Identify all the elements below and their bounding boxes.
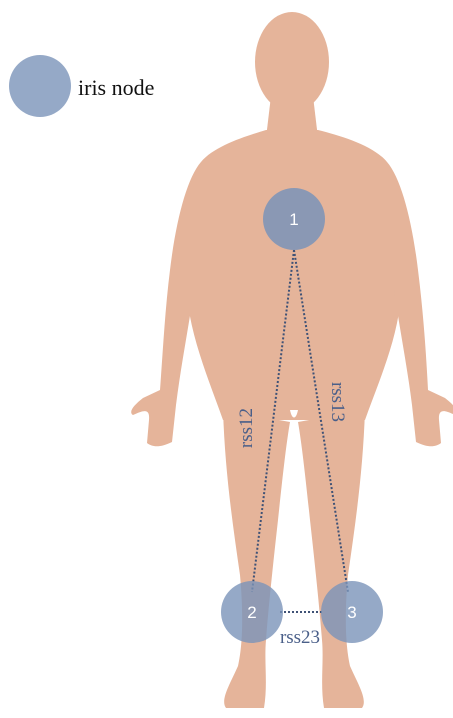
node-2: 2: [221, 581, 283, 643]
legend-node-swatch: [9, 55, 71, 117]
right-arm-shape: [387, 162, 453, 446]
node-1-label: 1: [289, 210, 298, 229]
label-rss12: rss12: [236, 408, 257, 448]
node-1: 1: [263, 188, 325, 250]
label-rss23: rss23: [280, 627, 320, 648]
legend-label: iris node: [78, 75, 154, 100]
human-silhouette: [131, 12, 453, 708]
label-rss13: rss13: [327, 382, 348, 422]
node-3-label: 3: [347, 603, 356, 622]
left-leg-shape: [223, 410, 290, 708]
node-3: 3: [321, 581, 383, 643]
torso-shape: [184, 130, 404, 420]
node-2-label: 2: [247, 603, 256, 622]
legend: iris node: [9, 55, 154, 117]
left-arm-shape: [131, 162, 201, 446]
right-leg-shape: [298, 410, 365, 708]
